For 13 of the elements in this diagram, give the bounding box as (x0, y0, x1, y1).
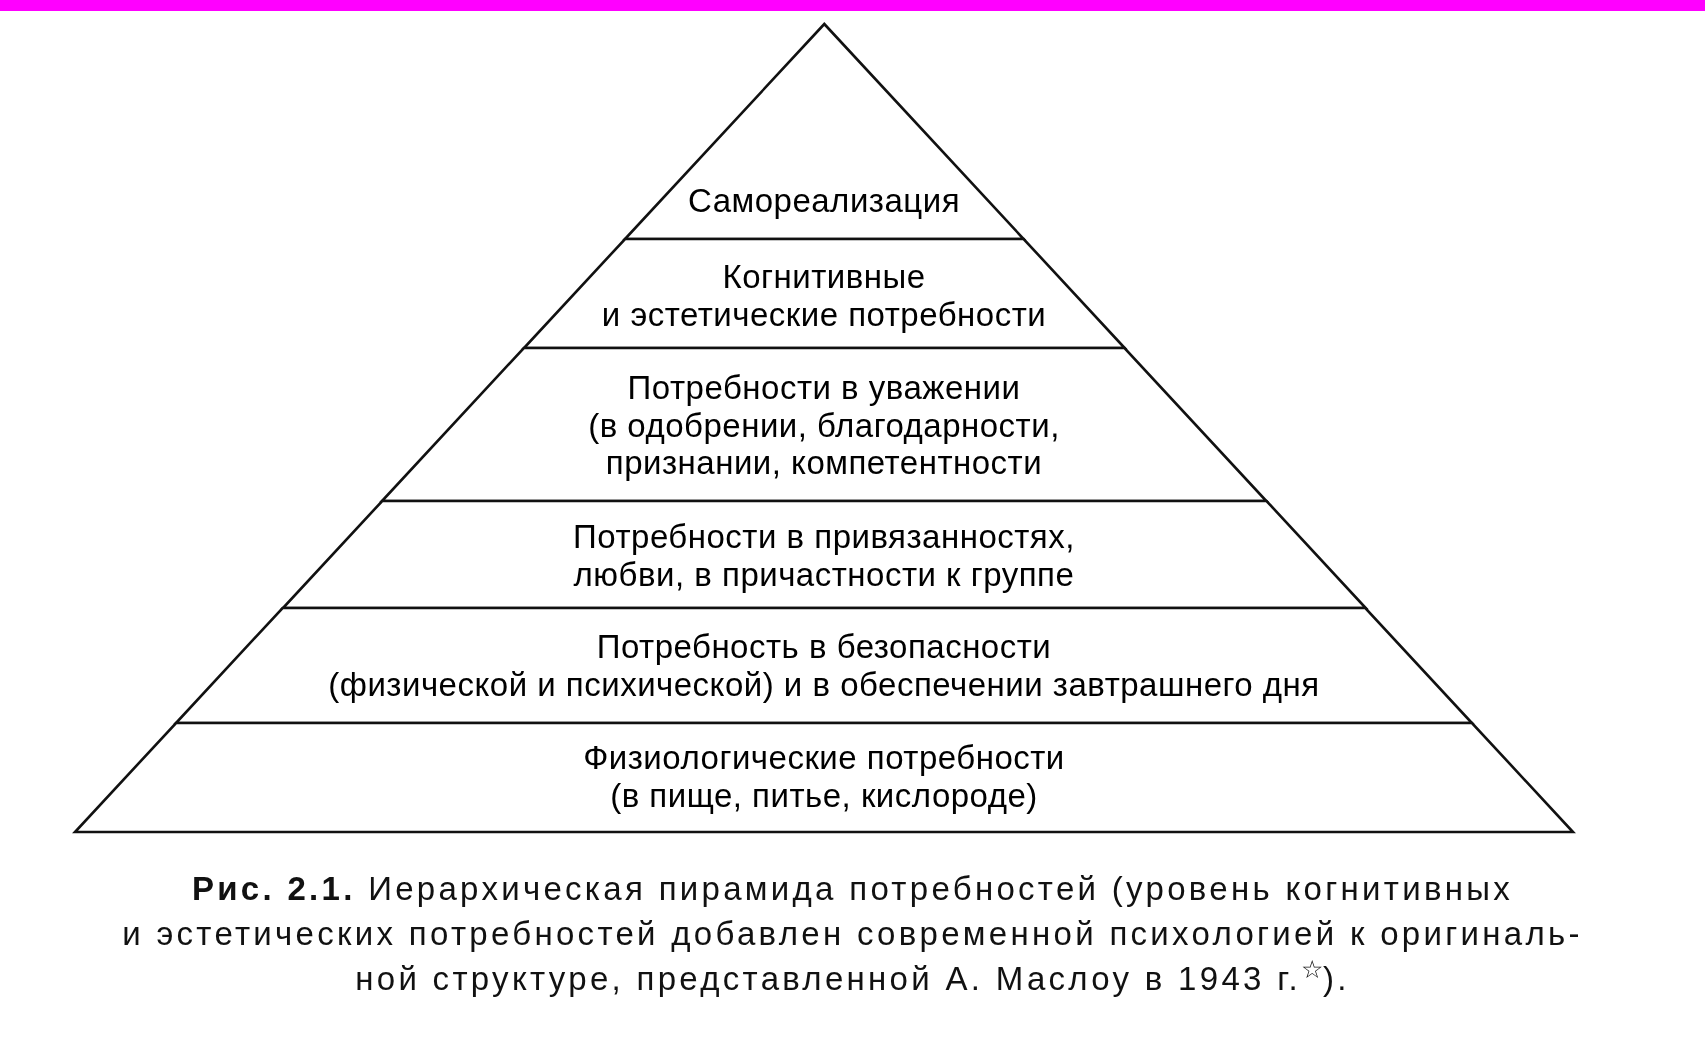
pyramid-level (75, 723, 1573, 832)
pyramid-level (523, 239, 1125, 348)
pyramid-level (282, 501, 1366, 608)
level-label: Потребность в безопасности (физической и психической) и в обеспечении завтрашнего дня (328, 627, 1320, 703)
level-label: Самореализация (687, 182, 960, 220)
level-label: Потребности в привязанностях, любви, в причастности к группе (573, 517, 1075, 593)
level-label: Физиологические потребности (в пище, питье, кислороде) (583, 738, 1065, 814)
pyramid-level (381, 348, 1267, 501)
level-label: Когнитивные и эстетические потребности (601, 257, 1047, 333)
level-label: Потребности в уважении (в одобрении, благодарности, признании, компетентности (588, 368, 1060, 482)
pyramid-level (176, 608, 1472, 723)
figure-caption: Рис. 2.1. Иерархическая пирамида потребностей (уровень когнитивных и эстетических потребностей добавлен современной психологией к оригиналь- ной структуре, представленной А. Маслоу в 1943 г.$^{☆}$). (122, 869, 1583, 999)
pyramid-level (624, 24, 1024, 239)
